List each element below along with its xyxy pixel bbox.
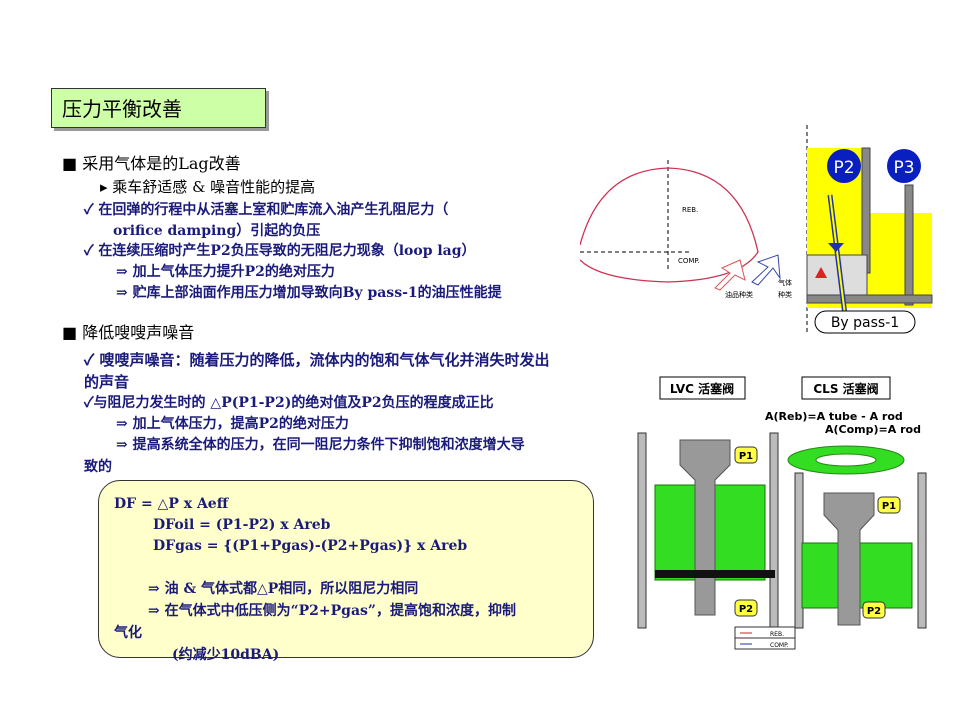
text-line: ⇒ 贮库上部油面作用压力增加导致向By pass-1的油压性能提: [116, 285, 502, 301]
section1-heading: ■ 采用气体是的Lag改善: [62, 154, 241, 173]
oil-type-label: 油品种类: [725, 290, 753, 299]
svg-text:P1: P1: [882, 501, 896, 512]
comp-label: COMP.: [678, 257, 700, 265]
slide-title: 压力平衡改善: [51, 88, 266, 128]
text-line: ✓ 在回弹的行程中从活塞上室和贮库流入油产生孔阻尼力（: [84, 202, 449, 218]
svg-text:P2: P2: [867, 606, 881, 617]
gas-type-label: 种类: [778, 290, 792, 299]
text-line: ⇒ 加上气体压力提升P2的绝对压力: [116, 264, 335, 280]
p1-badge: P1: [734, 446, 758, 464]
formula-line: ⇒ 在气体式中低压侧为“P2+Pgas”，提高饱和浓度，抑制: [148, 603, 516, 619]
bypass-label-box: [814, 310, 916, 334]
areb-formula: A(Reb)=A tube - A rod: [765, 410, 903, 423]
loop-curve: [580, 167, 759, 283]
svg-text:REB.: REB.: [770, 631, 784, 638]
formula-line: 气化: [114, 625, 142, 641]
lvc-title: LVC 活塞阀: [670, 381, 734, 396]
lvc-title-box: [659, 376, 746, 400]
text-line: 致的: [84, 459, 112, 475]
cls-title-box: [801, 376, 891, 400]
damping-loop-diagram: REB. COMP. 油品种类 气体 种类: [580, 160, 792, 299]
p2-badge: [827, 149, 861, 183]
svg-text:P1: P1: [739, 451, 753, 462]
p3-badge: [887, 149, 921, 183]
p2-label: P2: [833, 158, 854, 178]
p2-badge: P2: [862, 601, 886, 619]
section2-heading: ■ 降低嗖嗖声噪音: [62, 323, 195, 342]
cls-title: CLS 活塞阀: [813, 381, 878, 396]
p2-badge: P2: [734, 599, 758, 617]
text-line: 的声音: [84, 373, 130, 391]
formula-line: (约减少10dBA): [172, 647, 280, 663]
gas-arrow-icon: [751, 254, 781, 286]
text-line: orifice damping）引起的负压: [113, 223, 321, 239]
bypass-label: By pass-1: [831, 315, 899, 331]
svg-text:COMP.: COMP.: [770, 642, 789, 649]
section1-subheading: ▸ 乘车舒适感 & 噪音性能的提高: [100, 178, 316, 196]
text-line: ✓ 嗖嗖声噪音：随着压力的降低，流体内的饱和气体气化并消失时发出: [84, 351, 550, 369]
text-line: ⇒ 提高系统全体的压力，在同一阻尼力条件下抑制饱和浓度增大导: [116, 437, 525, 453]
text-line: ⇒ 加上气体压力，提高P2的绝对压力: [116, 416, 349, 432]
piston-valve-diagram: LVC 活塞阀 CLS 活塞阀 A(Reb)=A tube - A rod A(…: [637, 376, 927, 650]
text-line: ✓ 在连续压缩时产生P2负压导致的无阻尼力现象（loop lag）: [84, 243, 476, 259]
legend: REB. COMP.: [734, 626, 796, 650]
oil-arrow-icon: [714, 259, 746, 291]
p1-badge: P1: [877, 496, 901, 514]
formula-line: ⇒ 油 & 气体式都△P相同，所以阻尼力相同: [148, 581, 419, 597]
gas-type-label: 气体: [778, 278, 792, 287]
text-line: ✓与阻尼力发生时的 △P(P1-P2)的绝对值及P2负压的程度成正比: [84, 395, 494, 411]
bypass-diagram: P2 P3 By pass-1: [806, 125, 933, 335]
formula-line: DFoil = (P1-P2) x Areb: [153, 517, 331, 533]
formula-box: [98, 480, 594, 658]
formula-line: DFgas = {(P1+Pgas)-(P2+Pgas)} x Areb: [153, 538, 468, 554]
p3-label: P3: [893, 158, 914, 178]
acomp-formula: A(Comp)=A rod: [825, 423, 921, 436]
svg-text:P2: P2: [739, 604, 753, 615]
formula-line: DF = △P x Aeff: [114, 496, 229, 512]
reb-label: REB.: [682, 206, 698, 214]
